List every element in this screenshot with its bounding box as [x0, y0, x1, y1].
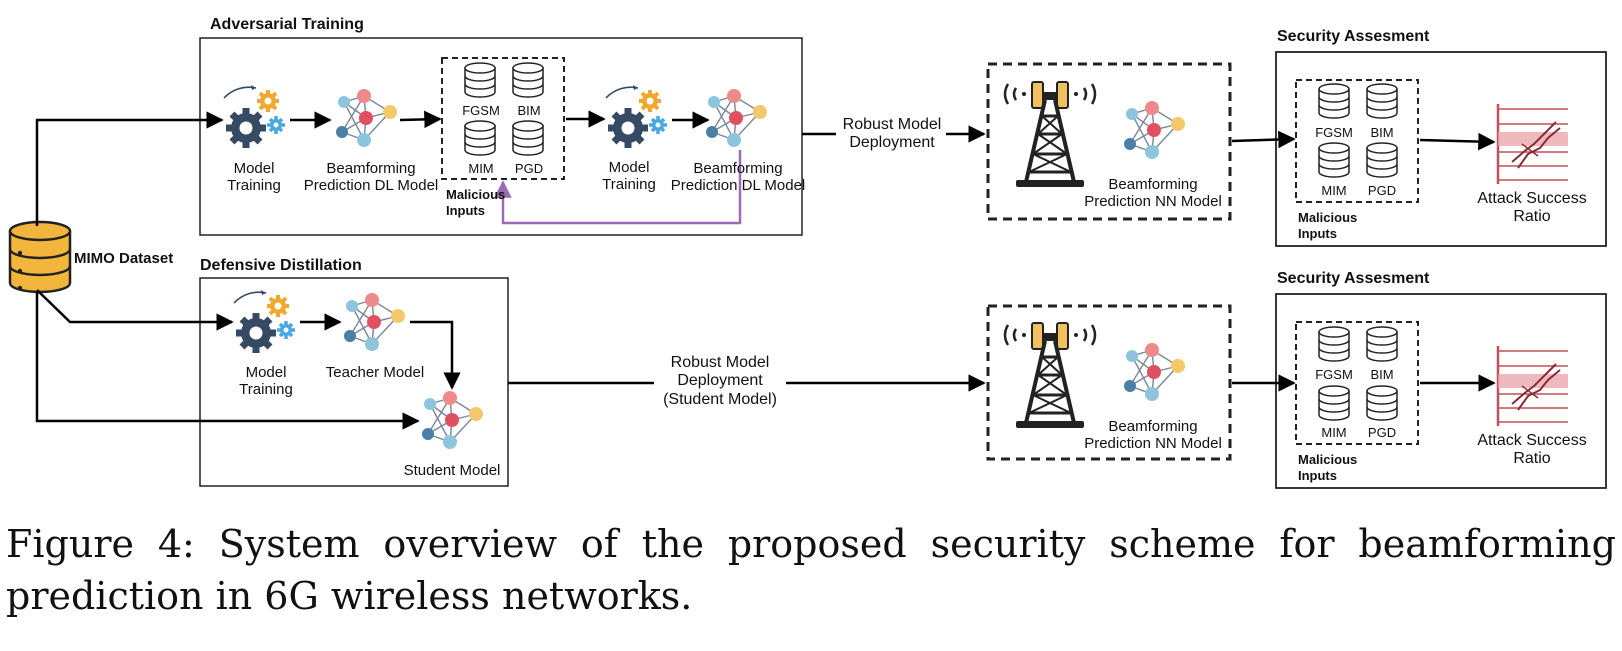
database-icon: [8, 220, 72, 294]
arrow: [1419, 132, 1496, 151]
arrow-dataset-to-distillation: [36, 289, 234, 331]
database-icon: [1318, 142, 1350, 178]
student-model-label: Student Model: [403, 462, 501, 479]
neural-network-icon: [335, 88, 398, 148]
database-icon: [1366, 83, 1398, 119]
gears-icon: [224, 85, 285, 148]
database-icon: [1318, 385, 1350, 421]
nn-model-label: Beamforming Prediction NN Model: [1084, 176, 1222, 211]
attack-label-mim: MIM: [1321, 183, 1347, 198]
attack-chart-icon: [1496, 102, 1570, 186]
attack-label-fgsm: FGSM: [462, 103, 500, 118]
model-training-label: Model Training: [239, 364, 293, 399]
arrow-dataset-to-student: [35, 292, 420, 430]
beamforming-model-label: Beamforming Prediction DL Model: [670, 160, 806, 195]
security-top-malicious-box: [1295, 79, 1419, 203]
database-icon: [1366, 326, 1398, 362]
attack-label-fgsm: FGSM: [1315, 367, 1353, 382]
cell-tower-icon: [1003, 80, 1097, 189]
attack-label-bim: BIM: [1370, 125, 1394, 140]
attack-label-pgd: PGD: [1367, 425, 1397, 440]
attack-label-mim: MIM: [1321, 425, 1347, 440]
database-icon: [512, 120, 544, 156]
malicious-inputs-label: Malicious Inputs: [1298, 210, 1358, 241]
robust-deployment-label: Robust Model Deployment: [842, 116, 942, 152]
neural-network-icon: [421, 390, 484, 450]
attack-success-ratio-label: Attack Success Ratio: [1477, 432, 1587, 468]
defensive-distillation-title: Defensive Distillation: [200, 257, 362, 274]
database-icon: [464, 120, 496, 156]
tower-bottom-box: [986, 304, 1232, 461]
neural-network-icon: [705, 88, 768, 148]
database-icon: [1366, 385, 1398, 421]
security-assessment-title: Security Assesment: [1277, 270, 1430, 287]
neural-network-icon: [1123, 342, 1186, 402]
model-training-label: Model Training: [227, 160, 281, 195]
figure-caption: Figure 4: System overview of the propose…: [6, 522, 1616, 618]
database-icon: [1366, 142, 1398, 178]
attack-label-bim: BIM: [517, 103, 541, 118]
database-icon: [512, 62, 544, 98]
arrow-teacher-to-student: [410, 320, 461, 390]
cell-tower-icon: [1003, 321, 1097, 430]
teacher-model-label: Teacher Model: [325, 364, 425, 381]
nn-model-label: Beamforming Prediction NN Model: [1084, 418, 1222, 453]
database-icon: [1318, 83, 1350, 119]
dataset-label: MIMO Dataset: [74, 250, 174, 267]
neural-network-icon: [1123, 100, 1186, 160]
security-top-box: [1275, 51, 1607, 247]
security-bottom-box: [1275, 293, 1607, 489]
attack-label-fgsm: FGSM: [1315, 125, 1353, 140]
malicious-inputs-label: Malicious Inputs: [446, 187, 506, 218]
attack-label-bim: BIM: [1370, 367, 1394, 382]
adversarial-training-box: [199, 37, 803, 236]
attack-label-pgd: PGD: [514, 161, 544, 176]
arrow-dataset-to-adversarial: [35, 111, 224, 226]
security-assessment-title: Security Assesment: [1277, 28, 1430, 45]
gears-icon: [606, 85, 667, 148]
adversarial-malicious-box: [441, 57, 565, 180]
database-icon: [1318, 326, 1350, 362]
arrow: [1231, 130, 1296, 149]
neural-network-icon: [343, 292, 406, 352]
attack-label-mim: MIM: [468, 161, 494, 176]
attack-label-pgd: PGD: [1367, 183, 1397, 198]
gears-icon: [234, 290, 295, 353]
beamforming-model-label: Beamforming Prediction DL Model: [303, 160, 439, 195]
attack-success-ratio-label: Attack Success Ratio: [1477, 190, 1587, 226]
arrow: [399, 110, 442, 129]
database-icon: [464, 62, 496, 98]
model-training-label: Model Training: [602, 159, 656, 194]
robust-deployment-student-label: Robust Model Deployment (Student Model): [663, 354, 777, 408]
malicious-inputs-label: Malicious Inputs: [1298, 452, 1358, 483]
feedback-arrow: [494, 150, 742, 225]
adversarial-training-title: Adversarial Training: [210, 16, 364, 33]
tower-top-box: [986, 62, 1232, 221]
security-bottom-malicious-box: [1295, 321, 1419, 445]
attack-chart-icon: [1496, 344, 1570, 428]
